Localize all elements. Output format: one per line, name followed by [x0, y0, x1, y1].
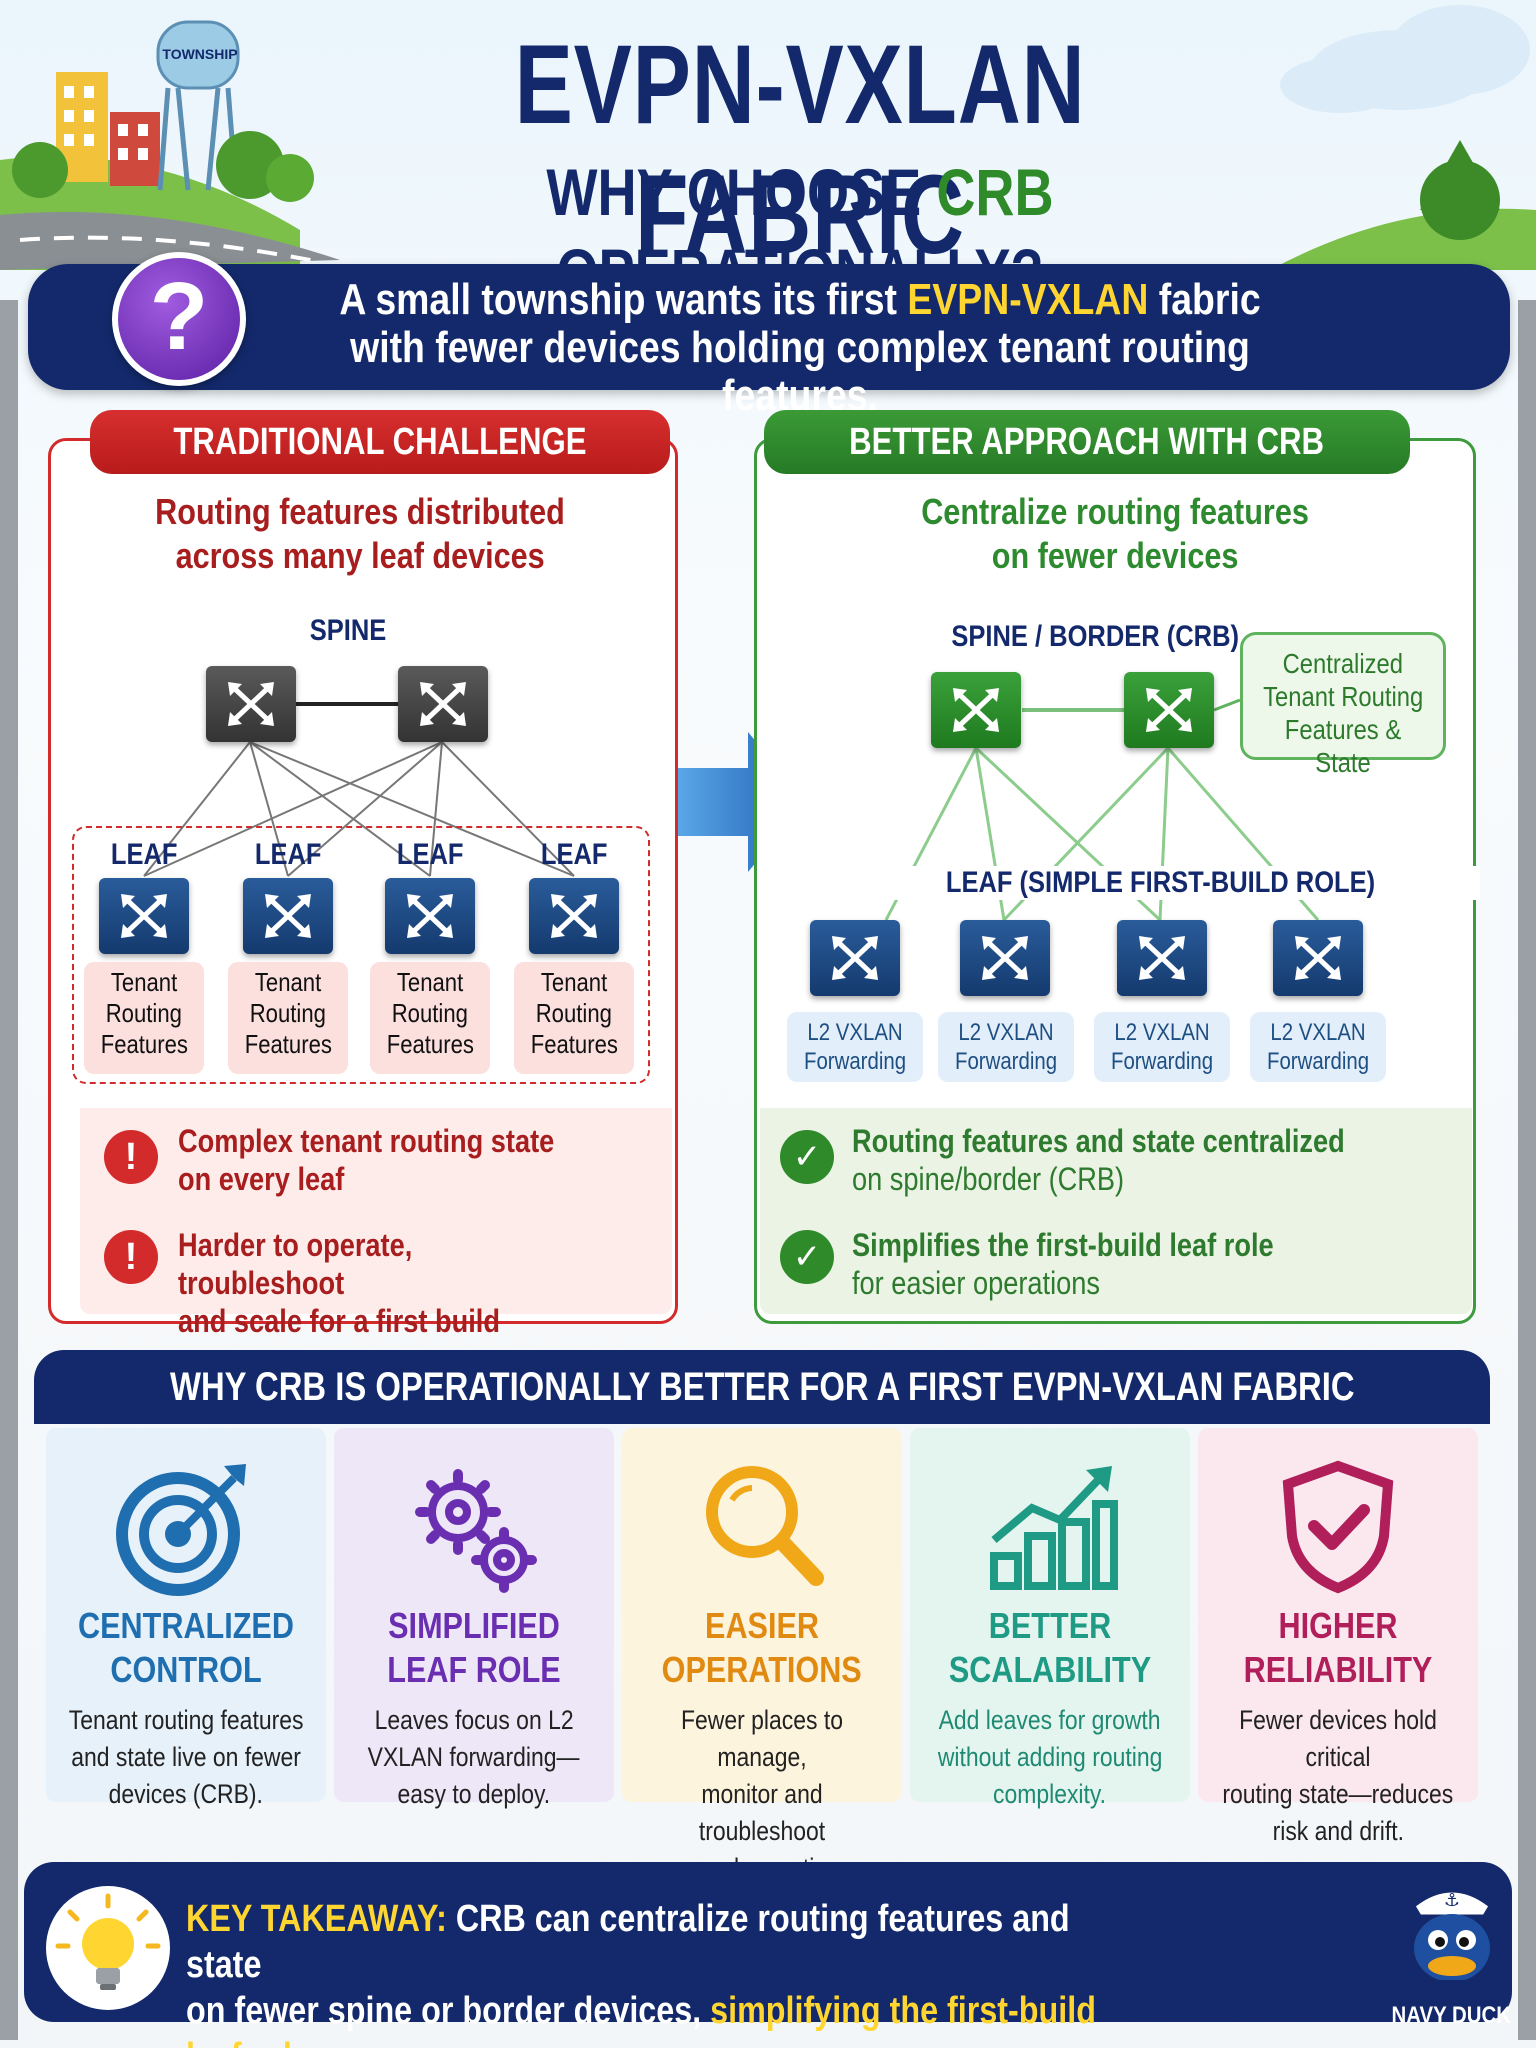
left-leaf-switch-2: [243, 878, 333, 954]
switch-icon: [265, 894, 311, 938]
switch-icon: [121, 894, 167, 938]
left-leaf-label-4: LEAF: [540, 838, 608, 871]
check-icon: ✓: [780, 1130, 834, 1184]
duck-mascot-icon: ⚓: [1412, 1889, 1492, 1998]
question-banner: [28, 264, 1510, 390]
left-spine-switch-2: [398, 666, 488, 742]
lightbulb-icon: [55, 1893, 161, 1990]
takeaway-highlight: simplifying the first-build leaf role.: [186, 1990, 1096, 2048]
left-leaf-label-1: LEAF: [110, 838, 178, 871]
right-leaf-label: LEAF (SIMPLE FIRST-BUILD ROLE): [840, 866, 1480, 900]
takeaway-line1: CRB can centralize routing features and …: [186, 1898, 1070, 1986]
crb-spine-switch-1: [931, 672, 1021, 748]
left-spine-label: SPINE: [309, 614, 387, 647]
crb-leaf-switch-3: [1117, 920, 1207, 996]
crb-leaf-switch-1: [810, 920, 900, 996]
page-title: EVPN-VXLAN FABRIC: [514, 22, 1086, 277]
question-mark-icon: ?: [112, 252, 246, 386]
challenge-issues-box: [80, 1108, 672, 1314]
left-leaf-switch-1: [99, 878, 189, 954]
switch-icon: [832, 936, 878, 980]
question-line1-post: fabric: [1148, 275, 1261, 324]
question-text: A small township wants its first EVPN-VX…: [333, 276, 1268, 420]
switch-icon: [228, 682, 274, 726]
crb-leaf-switch-4: [1273, 920, 1363, 996]
gears-icon: [415, 1469, 537, 1593]
left-leaf-label-3: LEAF: [396, 838, 464, 871]
crb-subtitle: Centralize routing features on fewer dev…: [921, 491, 1309, 576]
key-takeaway-text: KEY TAKEAWAY: CRB can centralize routing…: [186, 1896, 1286, 2048]
question-line1-pre: A small township wants its first: [339, 275, 908, 324]
subtitle-highlight: CRB: [936, 155, 1054, 229]
left-spine-switch-1: [206, 666, 296, 742]
switch-icon: [420, 682, 466, 726]
crb-benefits-box: [760, 1108, 1472, 1314]
target-icon: [116, 1464, 246, 1596]
question-line2: with fewer devices holding complex tenan…: [350, 323, 1250, 420]
left-leaf-switch-3: [385, 878, 475, 954]
tower-label: TOWNSHIP: [162, 46, 238, 62]
switch-icon: [982, 936, 1028, 980]
check-icon: ✓: [780, 1230, 834, 1284]
switch-icon: [551, 894, 597, 938]
takeaway-label: KEY TAKEAWAY:: [186, 1898, 447, 1940]
switch-icon: [953, 688, 999, 732]
bulb-circle: [46, 1886, 170, 2010]
warning-icon: !: [104, 1130, 158, 1184]
shield-check-icon: [1282, 1460, 1394, 1594]
left-leaf-label-2: LEAF: [254, 838, 322, 871]
traditional-challenge-tab: TRADITIONAL CHALLENGE: [90, 410, 670, 474]
switch-icon: [1146, 688, 1192, 732]
switch-icon: [1295, 936, 1341, 980]
warning-icon: !: [104, 1230, 158, 1284]
left-leaf-switch-4: [529, 878, 619, 954]
why-crb-banner: WHY CRB IS OPERATIONALLY BETTER FOR A FI…: [34, 1350, 1490, 1424]
card-description: Fewer places to manage,monitor and troub…: [678, 1705, 846, 1883]
svg-text:⚓: ⚓: [1444, 1890, 1460, 1911]
switch-icon: [1139, 936, 1185, 980]
mascot-label: NAVY DUCK: [1391, 2002, 1511, 2029]
leaf-group-outline: [72, 826, 650, 1084]
switch-icon: [407, 894, 453, 938]
right-spine-label: SPINE / BORDER (CRB): [951, 620, 1239, 653]
key-takeaway-banner: [24, 1862, 1512, 2022]
subtitle-pre: WHY CHOOSE: [546, 155, 937, 229]
question-line1-highlight: EVPN-VXLAN: [907, 275, 1149, 324]
crb-spine-switch-2: [1124, 672, 1214, 748]
traditional-subtitle: Routing features distributed across many…: [155, 491, 565, 576]
crb-approach-tab: BETTER APPROACH WITH CRB: [764, 410, 1410, 474]
growth-chart-icon: [990, 1466, 1118, 1590]
crb-leaf-switch-2: [960, 920, 1050, 996]
takeaway-line2: on fewer spine or border devices,: [186, 1990, 711, 2032]
magnifier-icon: [706, 1466, 824, 1586]
